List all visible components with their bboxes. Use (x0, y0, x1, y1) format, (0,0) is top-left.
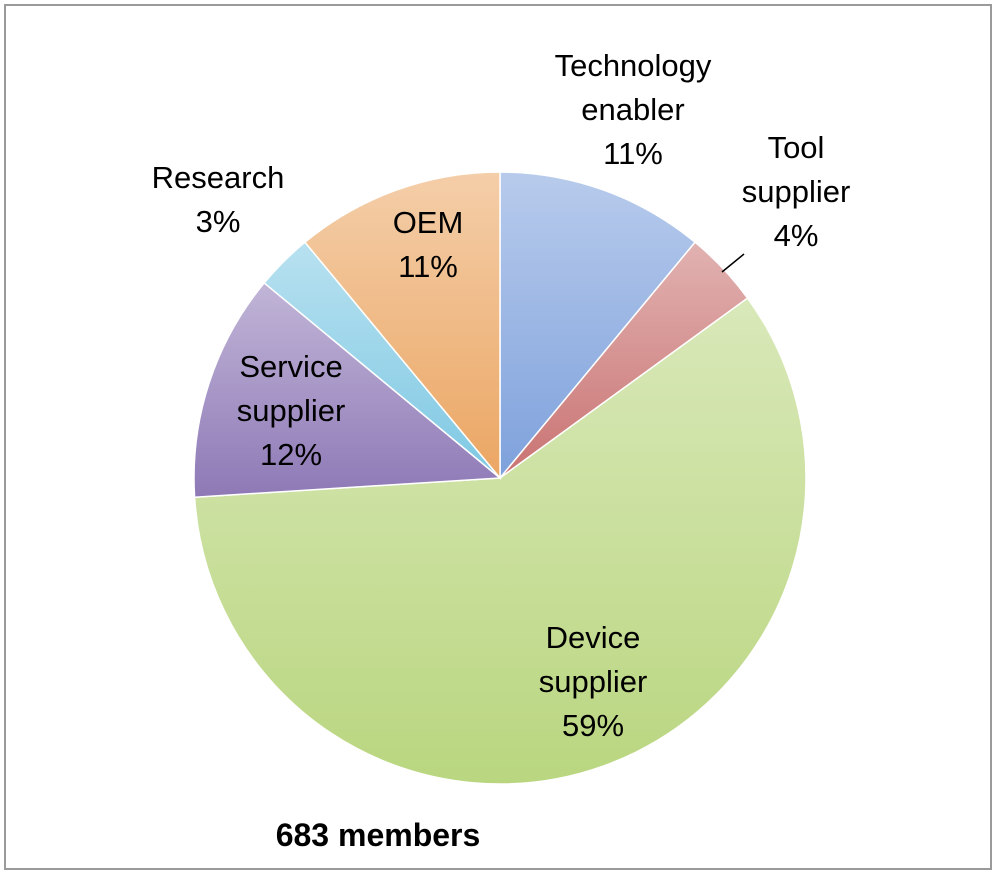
slice-oem (303, 171, 501, 481)
pie-slices (193, 171, 807, 785)
tool-supplier-leader-line (721, 253, 745, 273)
slice-service-supplier (193, 281, 502, 499)
slice-device-supplier (193, 297, 807, 785)
total-members-label: 683 members (276, 817, 481, 853)
slice-technology-enabler (499, 171, 697, 481)
